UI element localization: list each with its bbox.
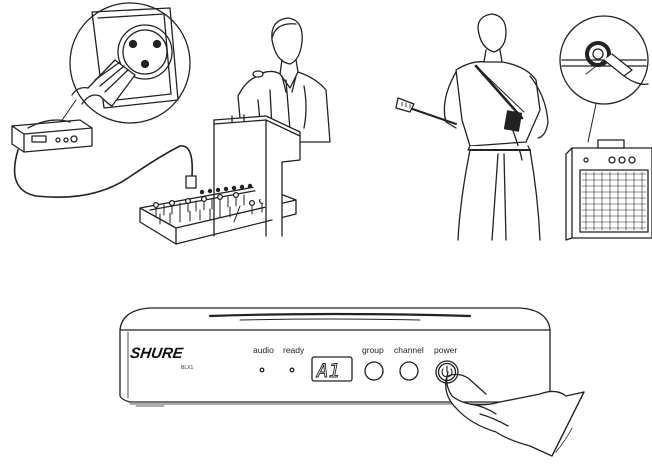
ready-label: ready [283,345,305,355]
main-receiver [120,308,550,406]
display-value: A1 [316,360,340,382]
channel-label: channel [394,345,424,355]
model-label: BLX1 [181,365,193,371]
jack-detail [560,16,648,104]
guitar-amp [566,140,652,240]
channel-button[interactable] [400,362,418,380]
brand-logo: SHURE [129,345,185,362]
guitarist [396,14,548,240]
group-label: group [362,345,384,355]
audio-label: audio [253,345,274,355]
xlr-connector-detail [70,3,190,123]
group-button[interactable] [365,362,383,380]
power-label: power [434,345,457,355]
small-receiver [12,120,92,152]
